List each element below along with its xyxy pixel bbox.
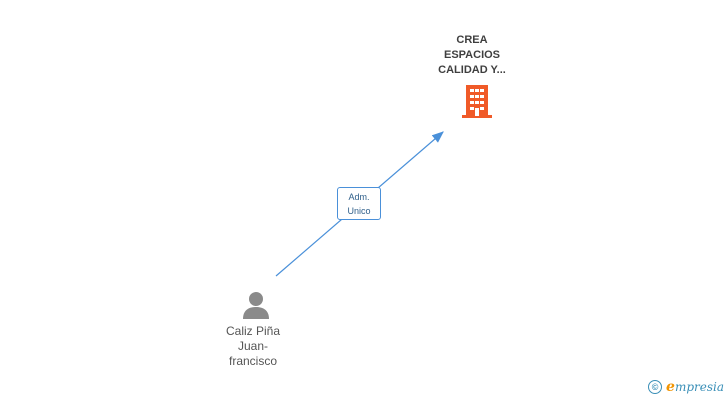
person-icon[interactable]	[241, 290, 271, 325]
relationship-label-line-1: Adm.	[348, 192, 370, 202]
brand-logo[interactable]: empresia	[666, 379, 724, 395]
company-node-label[interactable]: CREA ESPACIOS CALIDAD Y...	[418, 33, 526, 78]
person-name-line-2: Juan-	[237, 339, 269, 353]
building-icon[interactable]	[461, 84, 493, 123]
person-name-line-3: francisco	[228, 354, 278, 368]
copyright-icon: ©	[648, 380, 663, 394]
footer-brand: © empresia	[648, 378, 724, 396]
company-name-line-2: ESPACIOS	[443, 49, 501, 61]
brand-initial: e	[666, 379, 675, 395]
person-name-line-1: Caliz Piña	[225, 324, 281, 338]
company-name-line-3: CALIDAD Y...	[438, 64, 506, 76]
brand-name: mpresia	[674, 380, 724, 394]
relationship-label[interactable]: Adm. Unico	[337, 187, 381, 220]
relationship-label-line-2: Unico	[347, 206, 371, 216]
person-node-label[interactable]: Caliz Piña Juan- francisco	[205, 324, 301, 369]
company-name-line-1: CREA	[456, 34, 488, 46]
